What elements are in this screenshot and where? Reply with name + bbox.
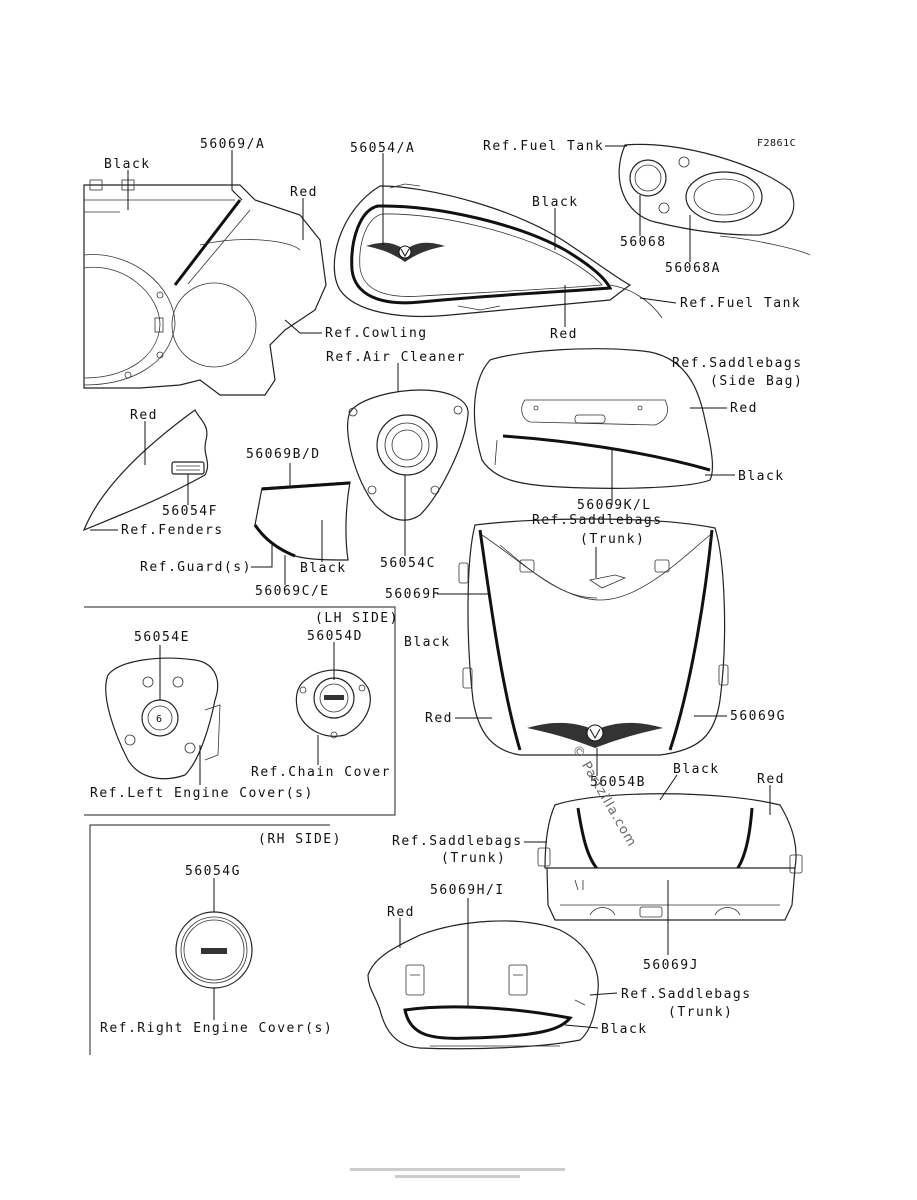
label-ref-left-engine: Ref.Left Engine Cover(s) (90, 786, 314, 801)
svg-text:6: 6 (156, 714, 162, 725)
label-ref-saddlebags-trunk2: Ref.Saddlebags (392, 834, 523, 849)
label-56054g: 56054G (185, 864, 241, 879)
leader-lines (90, 145, 771, 1029)
label-red-trunk2: Red (757, 772, 785, 787)
label-56054c: 56054C (380, 556, 436, 571)
fuel-tank-cap-drawing (618, 143, 811, 256)
label-black-trunk3: Black (601, 1022, 648, 1037)
trunk-side-drawing (367, 920, 599, 1050)
label-56068: 56068 (620, 235, 667, 250)
label-56069kl: 56069K/L (577, 498, 652, 513)
label-red-cowl: Red (290, 185, 318, 200)
label-56069bd: 56069B/D (246, 447, 321, 462)
label-trunk2: (Trunk) (441, 851, 506, 866)
labels: 56069/A Black Red Ref.Cowling 56054/A Bl… (90, 137, 803, 1037)
lh-side-panel: 6 (84, 606, 396, 816)
label-ref-saddlebags-trunk3: Ref.Saddlebags (621, 987, 752, 1002)
label-ref-fenders: Ref.Fenders (121, 523, 224, 538)
winged-emblem-icon (366, 242, 445, 262)
label-black-trunk1: Black (404, 635, 451, 650)
label-ref-guard: Ref.Guard(s) (140, 560, 252, 575)
kawasaki-logo-icon (324, 695, 344, 700)
label-56069hi: 56069H/I (430, 883, 505, 898)
air-cleaner-drawing (347, 389, 469, 521)
label-56054e: 56054E (134, 630, 190, 645)
label-56054d: 56054D (307, 629, 363, 644)
label-56068a: 56068A (665, 261, 721, 276)
figure-code: F2861C (757, 138, 796, 149)
label-trunk3: (Trunk) (668, 1005, 733, 1020)
fender-drawing (82, 409, 209, 532)
label-lh-side: (LH SIDE) (315, 611, 399, 626)
fuel-tank-drawing (333, 183, 663, 319)
label-56069a: 56069/A (200, 137, 265, 152)
label-black-trunk2: Black (673, 762, 720, 777)
label-red-sidebag: Red (730, 401, 758, 416)
kawasaki-logo-icon (201, 948, 227, 954)
label-red-tank: Red (550, 327, 578, 342)
label-ref-fuel-tank-right: Ref.Fuel Tank (680, 296, 801, 311)
saddlebag-side-drawing (473, 348, 714, 489)
trunk-front-drawing (458, 518, 729, 756)
label-56069f: 56069F (385, 587, 441, 602)
label-56069ce: 56069C/E (255, 584, 330, 599)
rh-side-panel (89, 824, 330, 1055)
label-56069j: 56069J (643, 958, 699, 973)
label-red-trunk3: Red (387, 905, 415, 920)
footer-fine-print (350, 1168, 565, 1178)
label-red-trunk1: Red (425, 711, 453, 726)
label-56054a: 56054/A (350, 141, 415, 156)
label-56054f: 56054F (162, 504, 218, 519)
label-black-guard: Black (300, 561, 347, 576)
label-black-tank: Black (532, 195, 579, 210)
label-ref-fuel-tank-top: Ref.Fuel Tank (483, 139, 604, 154)
label-rh-side: (RH SIDE) (258, 832, 342, 847)
label-red-fender: Red (130, 408, 158, 423)
label-ref-cowling: Ref.Cowling (325, 326, 428, 341)
cowling-drawing (83, 179, 327, 396)
label-56054b: 56054B (590, 775, 646, 790)
label-black-sidebag: Black (738, 469, 785, 484)
label-trunk1: (Trunk) (580, 532, 645, 547)
winged-emblem-icon (527, 722, 663, 748)
guard-drawing (253, 481, 351, 561)
label-ref-saddlebags-side: Ref.Saddlebags (672, 356, 803, 371)
label-56069g: 56069G (730, 709, 786, 724)
label-side-bag: (Side Bag) (710, 374, 803, 389)
label-ref-chain-cover: Ref.Chain Cover (251, 765, 391, 780)
label-ref-right-engine: Ref.Right Engine Cover(s) (100, 1021, 333, 1036)
label-ref-air-cleaner: Ref.Air Cleaner (326, 350, 466, 365)
label-black-cowl: Black (104, 157, 151, 172)
trunk-rear-drawing (537, 793, 803, 921)
label-ref-saddlebags-trunk1: Ref.Saddlebags (532, 513, 663, 528)
